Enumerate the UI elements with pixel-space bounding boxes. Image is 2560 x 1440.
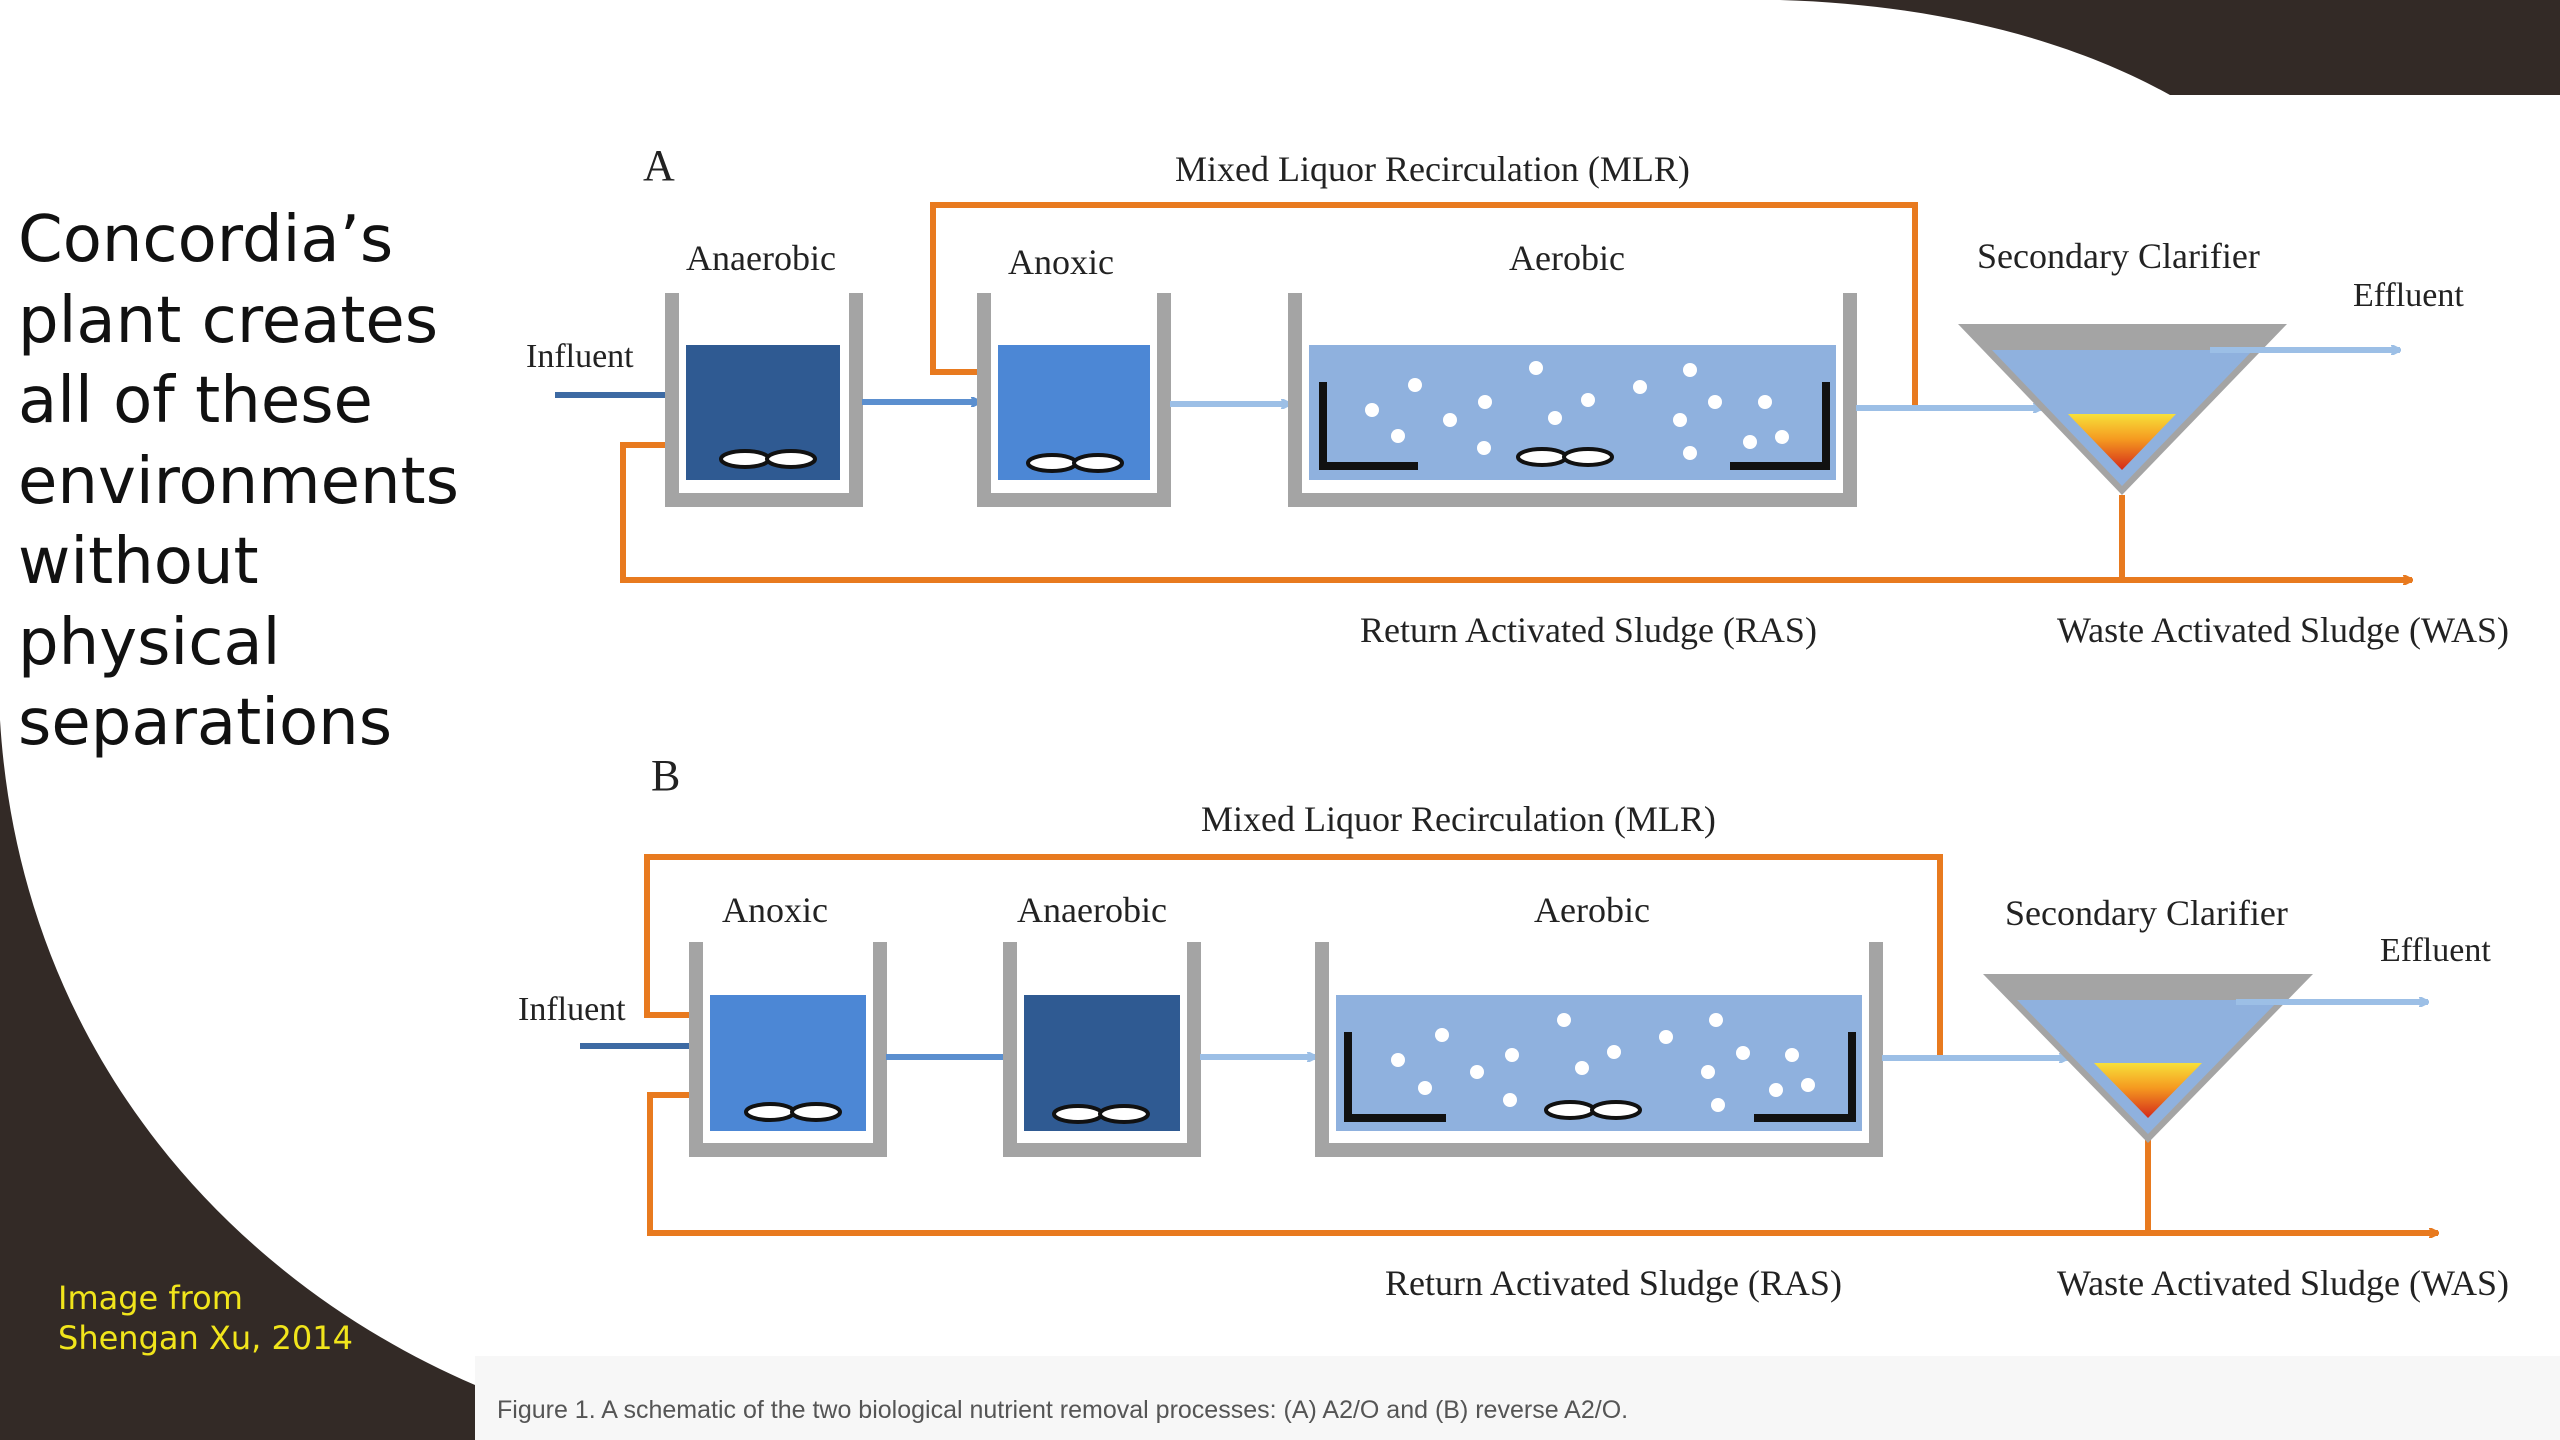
effluent-label: Effluent [2380, 932, 2491, 969]
tank-1-wall [665, 293, 863, 507]
air-bubbles [1391, 1013, 1815, 1112]
tank-3-label: Aerobic [1509, 238, 1625, 278]
tank-3-label: Aerobic [1534, 890, 1650, 930]
diffuser-left [1319, 382, 1418, 470]
was-label: Waste Activated Sludge (WAS) [2057, 1263, 2509, 1303]
tank-3-wall [1315, 942, 1883, 1157]
panel-b-label: B [651, 751, 680, 800]
clarifier-label: Secondary Clarifier [1977, 236, 2260, 276]
mixer-icon [1544, 1100, 1642, 1120]
air-bubbles [1365, 361, 1789, 460]
heading-line: without [18, 525, 259, 599]
ras-label: Return Activated Sludge (RAS) [1385, 1263, 1842, 1303]
mixer-icon [1026, 453, 1124, 473]
dark-corner-shape-bottom-left [0, 720, 475, 1440]
panel-a-label: A [643, 141, 675, 190]
influent-label: Influent [526, 338, 634, 375]
was-label: Waste Activated Sludge (WAS) [2057, 610, 2509, 650]
clarifier-sludge [2094, 1063, 2202, 1118]
panel-b: B Mixed Liquor Recirculation (MLR) Influ… [518, 751, 2509, 1303]
tank-1-wall [689, 942, 887, 1157]
heading-line: all of these [18, 364, 373, 438]
heading-line: physical [18, 605, 281, 680]
ras-line [647, 1095, 2151, 1236]
tank-1-label: Anaerobic [686, 238, 836, 278]
mlr-label: Mixed Liquor Recirculation (MLR) [1201, 799, 1716, 839]
panel-a: A Mixed Liquor Recirculation (MLR) Influ… [526, 141, 2509, 650]
mlr-line [644, 854, 1943, 1055]
credit-line: Shengan Xu, 2014 [58, 1319, 353, 1357]
tank-2-label: Anoxic [1008, 242, 1114, 282]
heading-line: separations [18, 686, 393, 760]
diffuser-right [1730, 382, 1830, 470]
tank-2-wall [977, 293, 1171, 507]
effluent-label: Effluent [2353, 277, 2464, 314]
clarifier-sludge [2068, 414, 2176, 470]
influent-label: Influent [518, 991, 626, 1028]
heading-line: plant creates [18, 283, 439, 358]
clarifier-label: Secondary Clarifier [2005, 893, 2288, 933]
tank-2-label: Anaerobic [1017, 890, 1167, 930]
tank-3-wall [1288, 293, 1857, 507]
dark-corner-shape-top-right [1780, 0, 2560, 95]
mixer-icon [1052, 1104, 1150, 1124]
tank-2-water [1024, 995, 1180, 1131]
caption-band [475, 1356, 2560, 1440]
image-credit: Image from Shengan Xu, 2014 [58, 1278, 353, 1358]
figure-caption: Figure 1. A schematic of the two biologi… [497, 1396, 1629, 1424]
mlr-label: Mixed Liquor Recirculation (MLR) [1175, 149, 1690, 189]
diffuser-right [1754, 1032, 1856, 1122]
credit-line: Image from [58, 1279, 243, 1317]
diffuser-left [1344, 1032, 1446, 1122]
mixer-icon [744, 1102, 842, 1122]
mlr-line [930, 202, 1918, 408]
slide-heading: Concordia’s plant creates all of these e… [18, 200, 488, 764]
heading-line: environments [18, 444, 459, 519]
tank-2-wall [1003, 942, 1201, 1157]
ras-line [620, 445, 2125, 583]
heading-line: Concordia’s [18, 203, 394, 277]
tank-1-label: Anoxic [722, 890, 828, 930]
mixer-icon [719, 449, 817, 469]
mixer-icon [1516, 447, 1614, 467]
ras-label: Return Activated Sludge (RAS) [1360, 610, 1817, 650]
